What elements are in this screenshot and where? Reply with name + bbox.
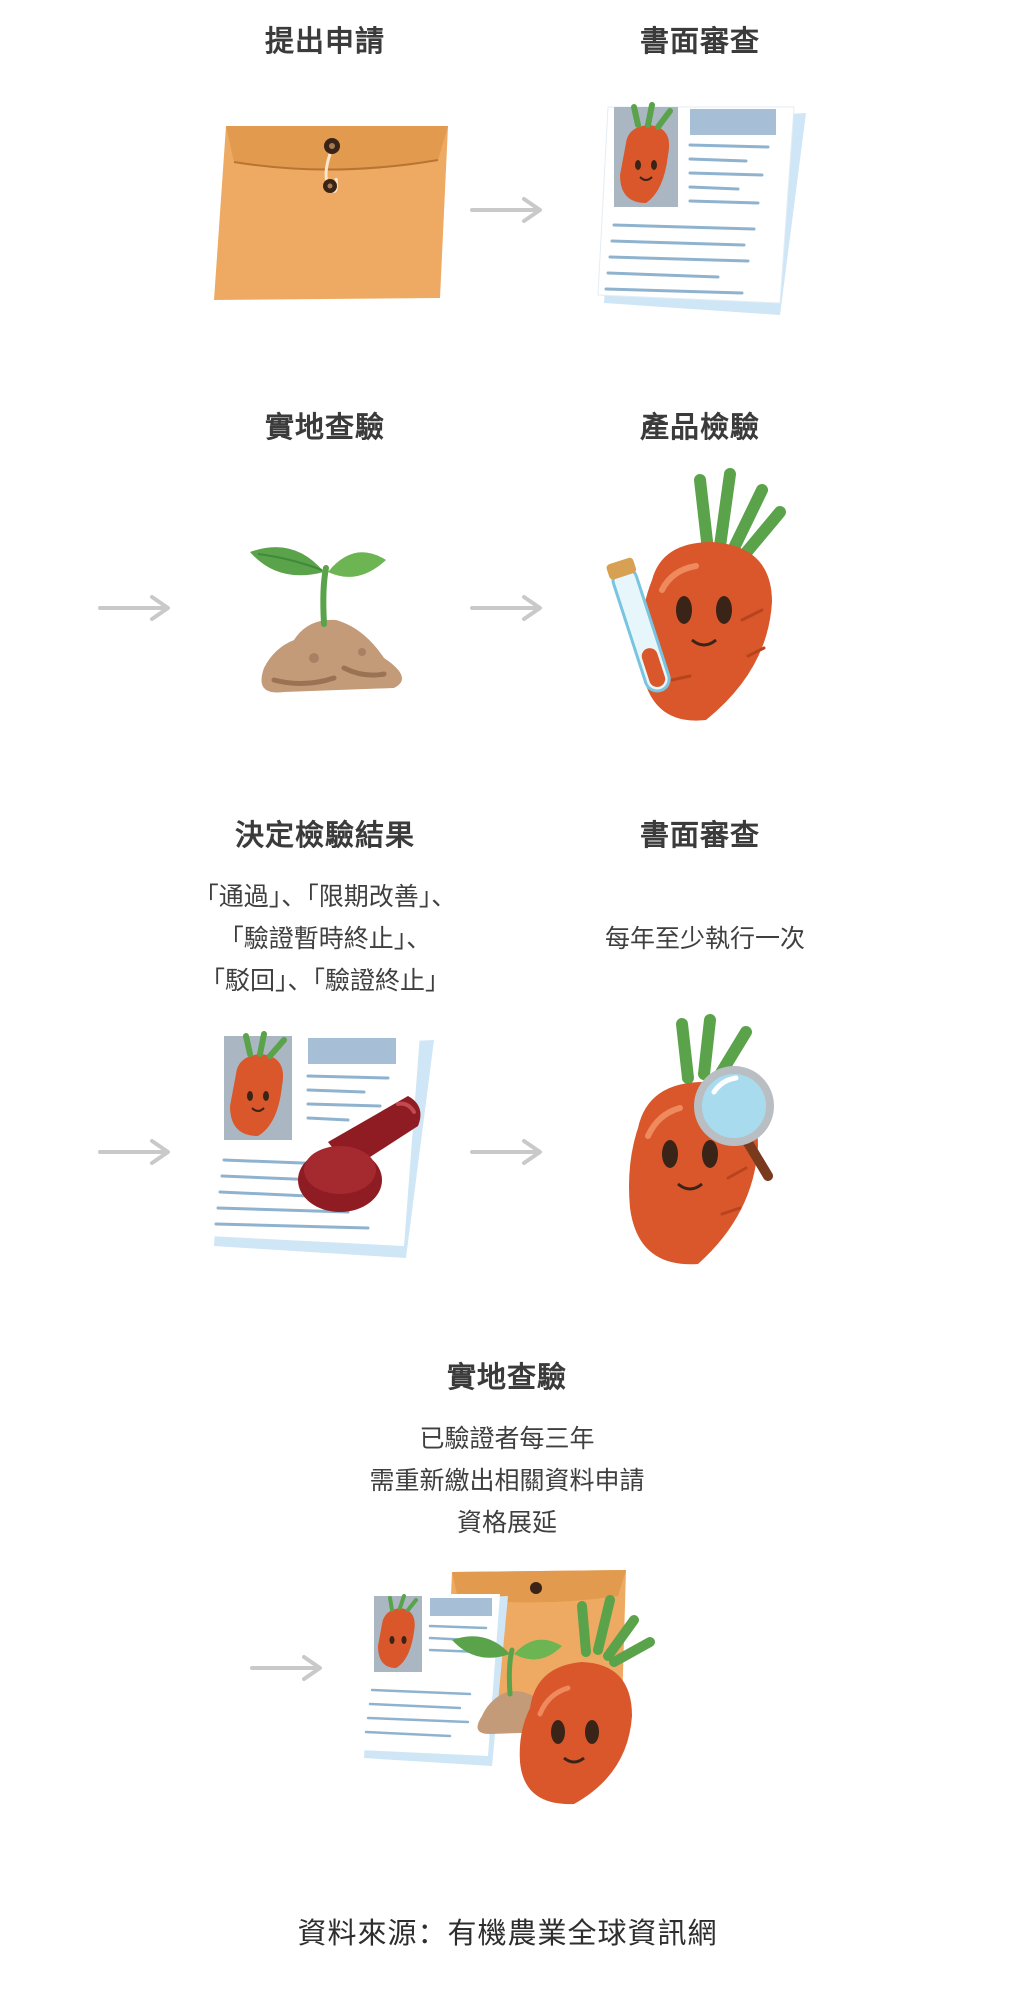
desc-line: 資格展延 [456, 1508, 558, 1537]
document-stamp-icon [208, 1031, 434, 1258]
arrow-right-icon [250, 1655, 322, 1681]
arrow-right-icon [470, 1139, 542, 1165]
arrow-right-icon [98, 595, 170, 621]
document-carrot-icon [597, 102, 806, 315]
step-title-decision: 決定檢驗結果 [234, 818, 416, 852]
decision-result-options: 「通過」、「限期改善」、 「驗證暫時終止」、 「駁回」、「驗證終止」 [194, 876, 457, 1002]
renewal-composite-icon [360, 1570, 655, 1805]
step-title-site-inspection: 實地查驗 [264, 410, 386, 444]
carrot-test-tube-icon [606, 468, 786, 721]
step-title-document-review-annual: 書面審查 [639, 818, 761, 852]
desc-line: 需重新繳出相關資料申請 [369, 1466, 645, 1495]
desc-line: 已驗證者每三年 [419, 1424, 595, 1453]
step-title-renewal-inspection: 實地查驗 [446, 1360, 568, 1394]
desc-line: 「驗證暫時終止」、 [218, 924, 432, 953]
carrot-magnifier-icon [629, 1014, 774, 1265]
arrow-right-icon [98, 1139, 170, 1165]
renewal-note: 已驗證者每三年 需重新繳出相關資料申請 資格展延 [369, 1418, 644, 1544]
desc-line: 每年至少執行一次 [604, 924, 806, 953]
envelope-icon [214, 126, 448, 300]
step-title-apply: 提出申請 [264, 24, 386, 58]
desc-line: 「駁回」、「驗證終止」 [199, 966, 451, 995]
arrow-right-icon [470, 595, 542, 621]
annual-review-note: 每年至少執行一次 [605, 918, 805, 960]
step-title-product-test: 產品檢驗 [639, 410, 761, 444]
step-title-document-review: 書面審查 [639, 24, 761, 58]
source-caption: 資料來源：有機農業全球資訊網 [297, 1916, 718, 1950]
desc-line: 「通過」、「限期改善」、 [193, 882, 457, 911]
sprout-soil-icon [250, 547, 402, 693]
arrow-right-icon [470, 197, 542, 223]
